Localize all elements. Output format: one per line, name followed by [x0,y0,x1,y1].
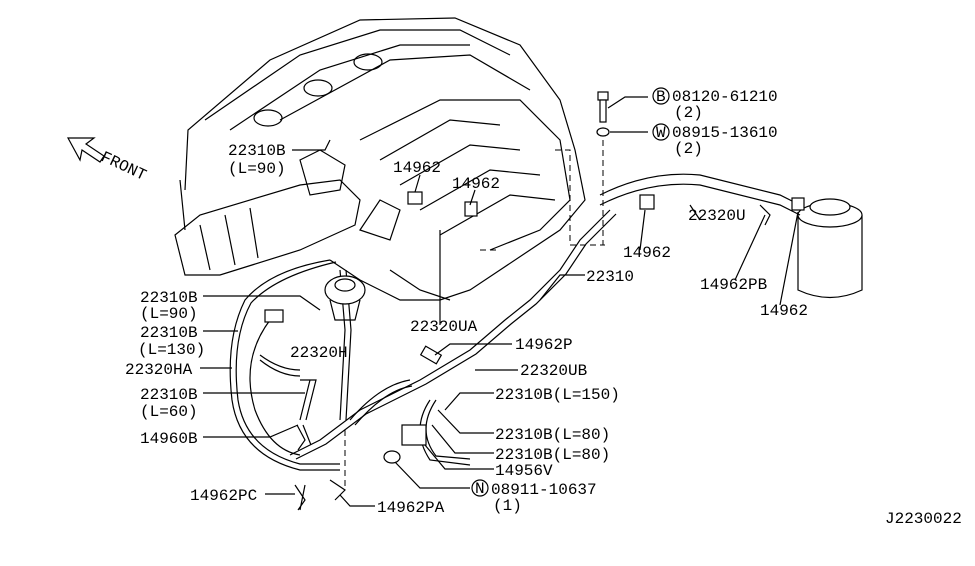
front-arrow-icon [66,137,105,163]
part-label-14962p[interactable]: 14962P [515,336,573,354]
leader-lines [200,96,799,507]
washer-code-circle-icon [652,123,670,141]
bolt-callout[interactable]: B 08120-61210 (2) [652,87,778,122]
part-label-22310b-l60[interactable]: 22310B [140,386,198,404]
part-label-22310b-l90[interactable]: 22310B [140,289,198,307]
part-label-14962[interactable]: 14962 [760,302,808,320]
part-length-top: (L=90) [228,160,286,178]
part-label-22310b-l80[interactable]: 22310B(L=80) [495,446,610,464]
diagram-id: J2230022 [885,510,962,528]
part-label-22320ha[interactable]: 22320HA [125,361,193,379]
washer-code: W [656,124,666,142]
part-label-14962[interactable]: 14962 [452,175,500,193]
nut-callout[interactable]: N 08911-10637 (1) [471,479,597,515]
part-label-22320ua[interactable]: 22320UA [410,318,478,336]
part-length: (L=90) [140,305,198,323]
bolt-part-number[interactable]: 08120-61210 [672,88,778,106]
canister-illustration [599,173,863,299]
part-label-22320u[interactable]: 22320U [688,207,746,225]
nut-code-circle-icon [471,479,489,497]
part-label-22310b-l80[interactable]: 22310B(L=80) [495,426,610,444]
nut-code: N [475,480,485,498]
washer-quantity: (2) [674,140,703,158]
part-label-14956v[interactable]: 14956V [495,462,553,480]
part-label-22310b-top[interactable]: 22310B [228,142,286,160]
washer-callout[interactable]: W 08915-13610 (2) [652,123,778,158]
front-label: FRONT [98,148,149,185]
small-parts [264,91,805,511]
nut-quantity: (1) [493,497,522,515]
engine-illustration [174,17,586,301]
part-label-14962[interactable]: 14962 [623,244,671,262]
egr-valve-illustration [324,275,366,321]
part-label-22320h[interactable]: 22320H [290,344,348,362]
bolt-code: B [656,88,666,106]
part-label-14962pa[interactable]: 14962PA [377,499,445,517]
part-label-22310[interactable]: 22310 [586,268,634,286]
part-length: (L=60) [140,403,198,421]
part-label-14962pb[interactable]: 14962PB [700,276,767,294]
part-label-22310b-l130[interactable]: 22310B [140,324,198,342]
part-label-22310b-l150[interactable]: 22310B(L=150) [495,386,620,404]
part-label-14960b[interactable]: 14960B [140,430,198,448]
nut-part-number[interactable]: 08911-10637 [491,481,597,499]
part-label-14962[interactable]: 14962 [393,159,441,177]
part-length: (L=130) [138,341,205,359]
part-label-14962pc[interactable]: 14962PC [190,487,257,505]
part-label-22320ub[interactable]: 22320UB [520,362,587,380]
bolt-code-circle-icon [652,87,670,105]
bolt-quantity: (2) [674,104,703,122]
washer-part-number[interactable]: 08915-13610 [672,124,778,142]
